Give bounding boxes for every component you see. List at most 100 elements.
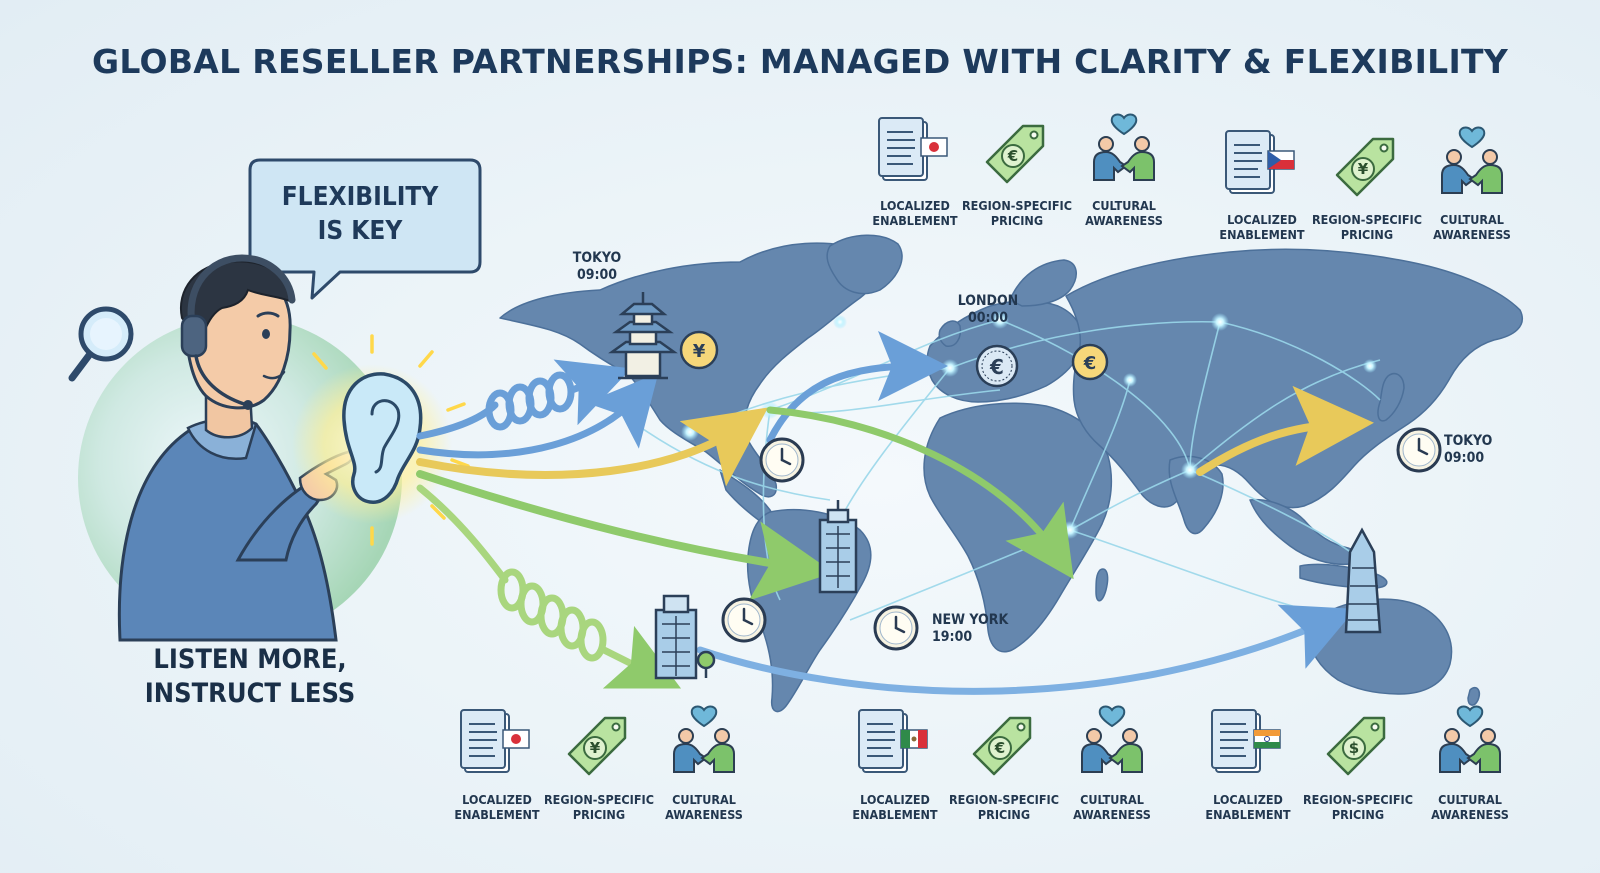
feature-group-bottom-left: ¥ — [460, 705, 735, 776]
map-new-zealand — [1467, 686, 1481, 706]
map-scandinavia — [1009, 259, 1077, 307]
person-illustration — [117, 254, 354, 642]
feature-label-line: CULTURAL — [1438, 792, 1502, 807]
magnifier-icon — [68, 306, 134, 382]
yen-coin-icon: ¥ — [679, 330, 719, 370]
document-icon — [878, 117, 928, 181]
feature-label-line: REGION-SPECIFIC — [1303, 792, 1413, 807]
map-north-america — [499, 242, 882, 498]
map-southeast-asia — [1249, 498, 1361, 566]
city-time: 19:00 — [932, 629, 973, 645]
flag-icon-mexico — [900, 729, 928, 749]
document-icon — [460, 709, 510, 773]
feature-label-line: REGION-SPECIFIC — [949, 792, 1059, 807]
flag-icon-japan — [502, 729, 530, 749]
document-icon — [1211, 709, 1261, 773]
clock-icon — [873, 605, 919, 651]
handshake-icon — [1081, 705, 1143, 773]
feature-label-line: CULTURAL — [672, 792, 736, 807]
city-label-new-york: NEW YORK 19:00 — [932, 612, 1028, 646]
feature-group-bottom-middle: € — [858, 705, 1143, 776]
map-australia — [1309, 598, 1453, 695]
city-time: 09:00 — [576, 267, 618, 283]
currency-symbol: € — [1007, 147, 1018, 165]
feature-label-line: LOCALIZED — [1227, 212, 1297, 227]
feature-group-top-left: € — [878, 113, 1155, 184]
feature-label-line: AWARENESS — [1431, 807, 1509, 822]
euro-coin-icon-2: € — [1071, 343, 1109, 381]
feature-label-line: REGION-SPECIFIC — [962, 198, 1072, 213]
map-asia — [1065, 248, 1523, 509]
coil-arrow-bottom — [416, 484, 682, 689]
feature-group-bottom-right: $ — [1211, 705, 1501, 776]
feature-label-line: LOCALIZED — [880, 198, 950, 213]
feature-label-line: ENABLEMENT — [1205, 807, 1291, 822]
city-label-tokyo-east: TOKYO 09:00 — [1444, 433, 1514, 467]
page-title: GLOBAL RESELLER PARTNERSHIPS: MANAGED WI… — [91, 42, 1509, 81]
flag-icon-india — [1253, 729, 1281, 749]
flow-arrows — [416, 331, 1374, 695]
currency-symbol: ¥ — [1358, 160, 1369, 178]
city-name: LONDON — [957, 293, 1019, 309]
speech-bubble — [248, 158, 482, 300]
feature-label-line: AWARENESS — [665, 807, 743, 822]
document-icon — [858, 709, 908, 773]
handshake-icon — [1439, 705, 1501, 773]
speech-bubble-text: FLEXIBILITY IS KEY — [252, 180, 468, 248]
map-japan — [1377, 372, 1405, 422]
feature-label-line: LOCALIZED — [1213, 792, 1283, 807]
pagoda-icon — [608, 292, 678, 380]
currency-symbol: $ — [1349, 739, 1359, 757]
feature-label-line: AWARENESS — [1073, 807, 1151, 822]
feature-group-top-right: ¥ — [1225, 126, 1503, 197]
feature-label-line: CULTURAL — [1440, 212, 1504, 227]
feature-label-line: PRICING — [1340, 227, 1394, 242]
svg-text:€: € — [989, 355, 1004, 379]
feature-label-line: LOCALIZED — [462, 792, 532, 807]
euro-coin-icon: € — [975, 344, 1019, 388]
feature-label-line: ENABLEMENT — [852, 807, 938, 822]
clock-icon — [721, 597, 767, 643]
feature-label-line: ENABLEMENT — [1219, 227, 1305, 242]
flag-icon-japan — [920, 137, 948, 157]
speech-line-2: IS KEY — [317, 216, 403, 246]
feature-label-line: PRICING — [990, 213, 1044, 228]
feature-label-line: ENABLEMENT — [872, 213, 958, 228]
office-building-south-america — [818, 500, 858, 594]
feature-label-line: AWARENESS — [1085, 213, 1163, 228]
currency-symbol: ¥ — [590, 739, 601, 757]
map-madagascar — [1095, 568, 1109, 602]
handshake-icon — [1441, 126, 1503, 194]
svg-text:€: € — [1083, 353, 1097, 374]
ear-icon — [292, 334, 470, 546]
clock-icon — [759, 437, 805, 483]
city-label-london: LONDON 00:00 — [948, 293, 1028, 327]
speech-line-1: FLEXIBILITY — [281, 182, 439, 212]
feature-label-line: REGION-SPECIFIC — [544, 792, 654, 807]
handshake-icon — [1093, 113, 1155, 181]
svg-text:¥: ¥ — [693, 341, 706, 362]
feature-label-line: PRICING — [977, 807, 1031, 822]
city-name: TOKYO — [1444, 433, 1493, 449]
city-name: NEW YORK — [932, 612, 1009, 628]
document-icon — [1225, 130, 1275, 194]
caption-line-1: LISTEN MORE, — [153, 644, 347, 675]
caption-line-2: INSTRUCT LESS — [144, 678, 356, 709]
city-label-tokyo-west: TOKYO 09:00 — [560, 250, 634, 284]
city-time: 00:00 — [967, 310, 1009, 326]
